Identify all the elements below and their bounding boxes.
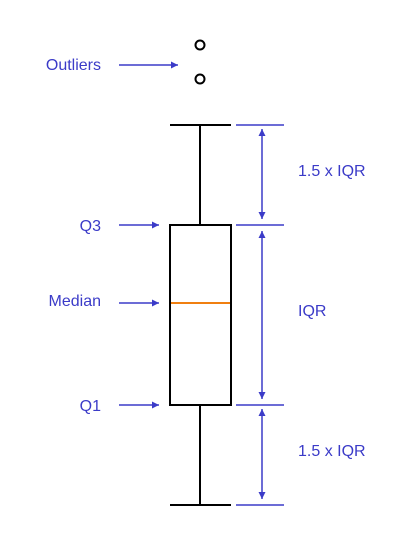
upper-range-label: 1.5 x IQR (298, 163, 366, 180)
q1-label: Q1 (80, 398, 101, 415)
outliers-label: Outliers (46, 57, 101, 74)
iqr-box (169, 224, 232, 406)
box-plot (169, 39, 232, 506)
left-annotations: Outliers Q3 Median Q1 (46, 57, 178, 415)
outlier-point-upper (194, 39, 206, 51)
q3-label: Q3 (80, 218, 101, 235)
iqr-label: IQR (298, 303, 326, 320)
right-annotations (236, 124, 284, 506)
lower-range-label: 1.5 x IQR (298, 443, 366, 460)
median-label: Median (49, 293, 101, 310)
outlier-point-lower (194, 73, 206, 85)
